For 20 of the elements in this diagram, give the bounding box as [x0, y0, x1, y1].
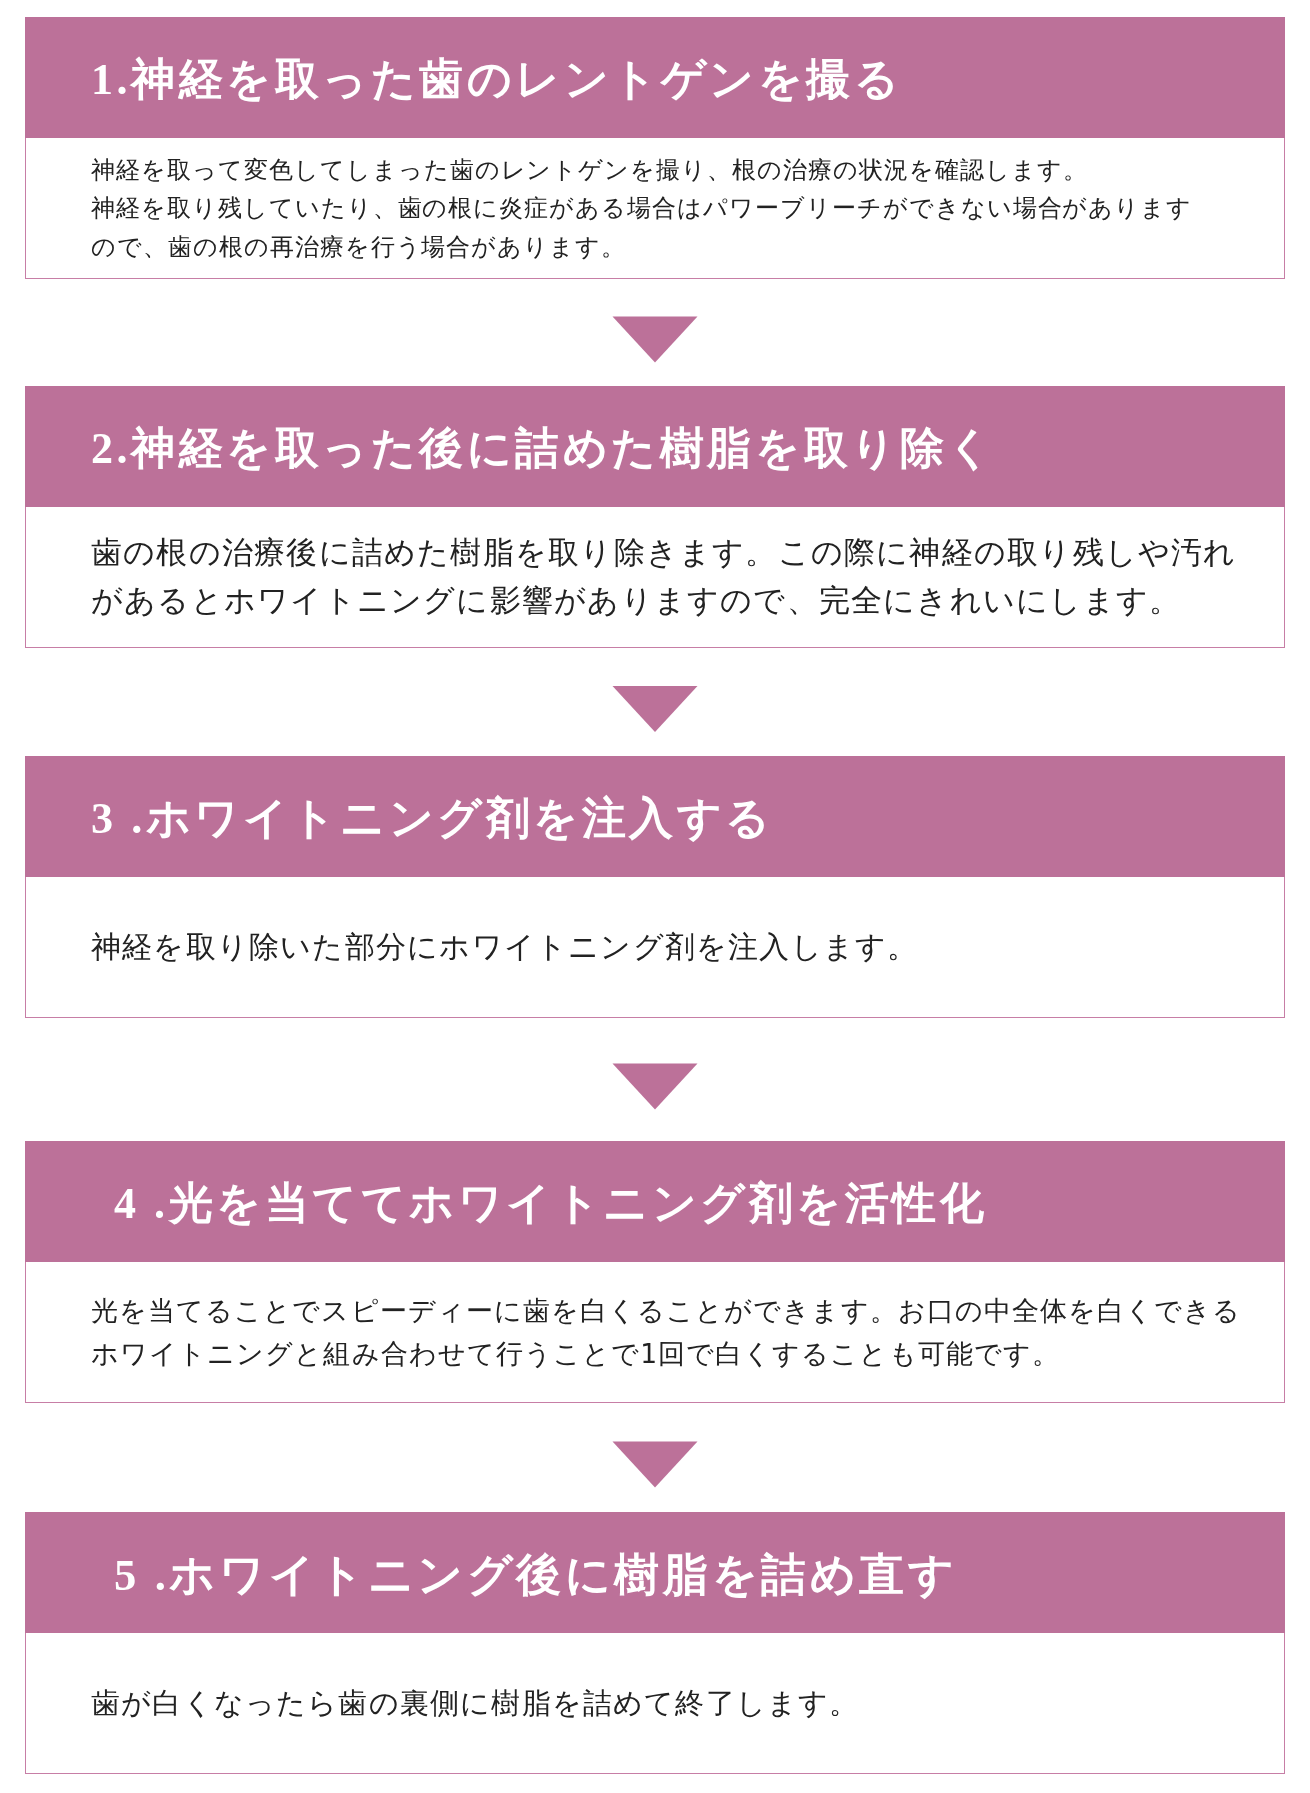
step-card [25, 17, 1285, 279]
step-description: 歯が白くなったら歯の裏側に樹脂を詰めて終了します。 [91, 1685, 860, 1722]
step-card [25, 756, 1285, 1018]
step-heading-banner: 1.神経を取った歯のレントゲンを撮る [25, 17, 1285, 138]
down-arrow [612, 686, 698, 732]
step-description: 神経を取って変色してしまった歯のレントゲンを撮り、根の治療の状況を確認します。 [91, 153, 1088, 186]
step-heading-banner: 2.神経を取った後に詰めた樹脂を取り除く [25, 386, 1285, 507]
step-description: 光を当てることでスピーディーに歯を白くることができます。お口の中全体を白くできるホワイトニングと組み合わせて行うことで1回で白くすることも可能です。 [91, 1294, 1242, 1371]
down-arrow [612, 1441, 698, 1488]
step-card [25, 1512, 1285, 1774]
step-heading-banner: 3 .ホワイトニング剤を注入する [25, 756, 1285, 877]
step-heading-banner: 5 .ホワイトニング後に樹脂を詰め直す [25, 1512, 1285, 1633]
step-card [25, 386, 1285, 648]
step-heading-banner: 4 .光を当ててホワイトニング剤を活性化 [25, 1141, 1285, 1262]
down-arrow [612, 316, 698, 363]
step-description: 神経を取り除いた部分にホワイトニング剤を注入します。 [91, 928, 919, 966]
down-arrow [612, 1063, 698, 1110]
step-description: 神経を取り残していたり、歯の根に炎症がある場合はパワーブリーチができない場合がありますので、歯の根の再治療を行う場合があります。 [91, 192, 1193, 263]
step-card [25, 1141, 1285, 1403]
step-description: 歯の根の治療後に詰めた樹脂を取り除きます。この際に神経の取り残しや汚れがあるとホワイトニングに影響がありますので、完全にきれいにします。 [91, 534, 1237, 620]
